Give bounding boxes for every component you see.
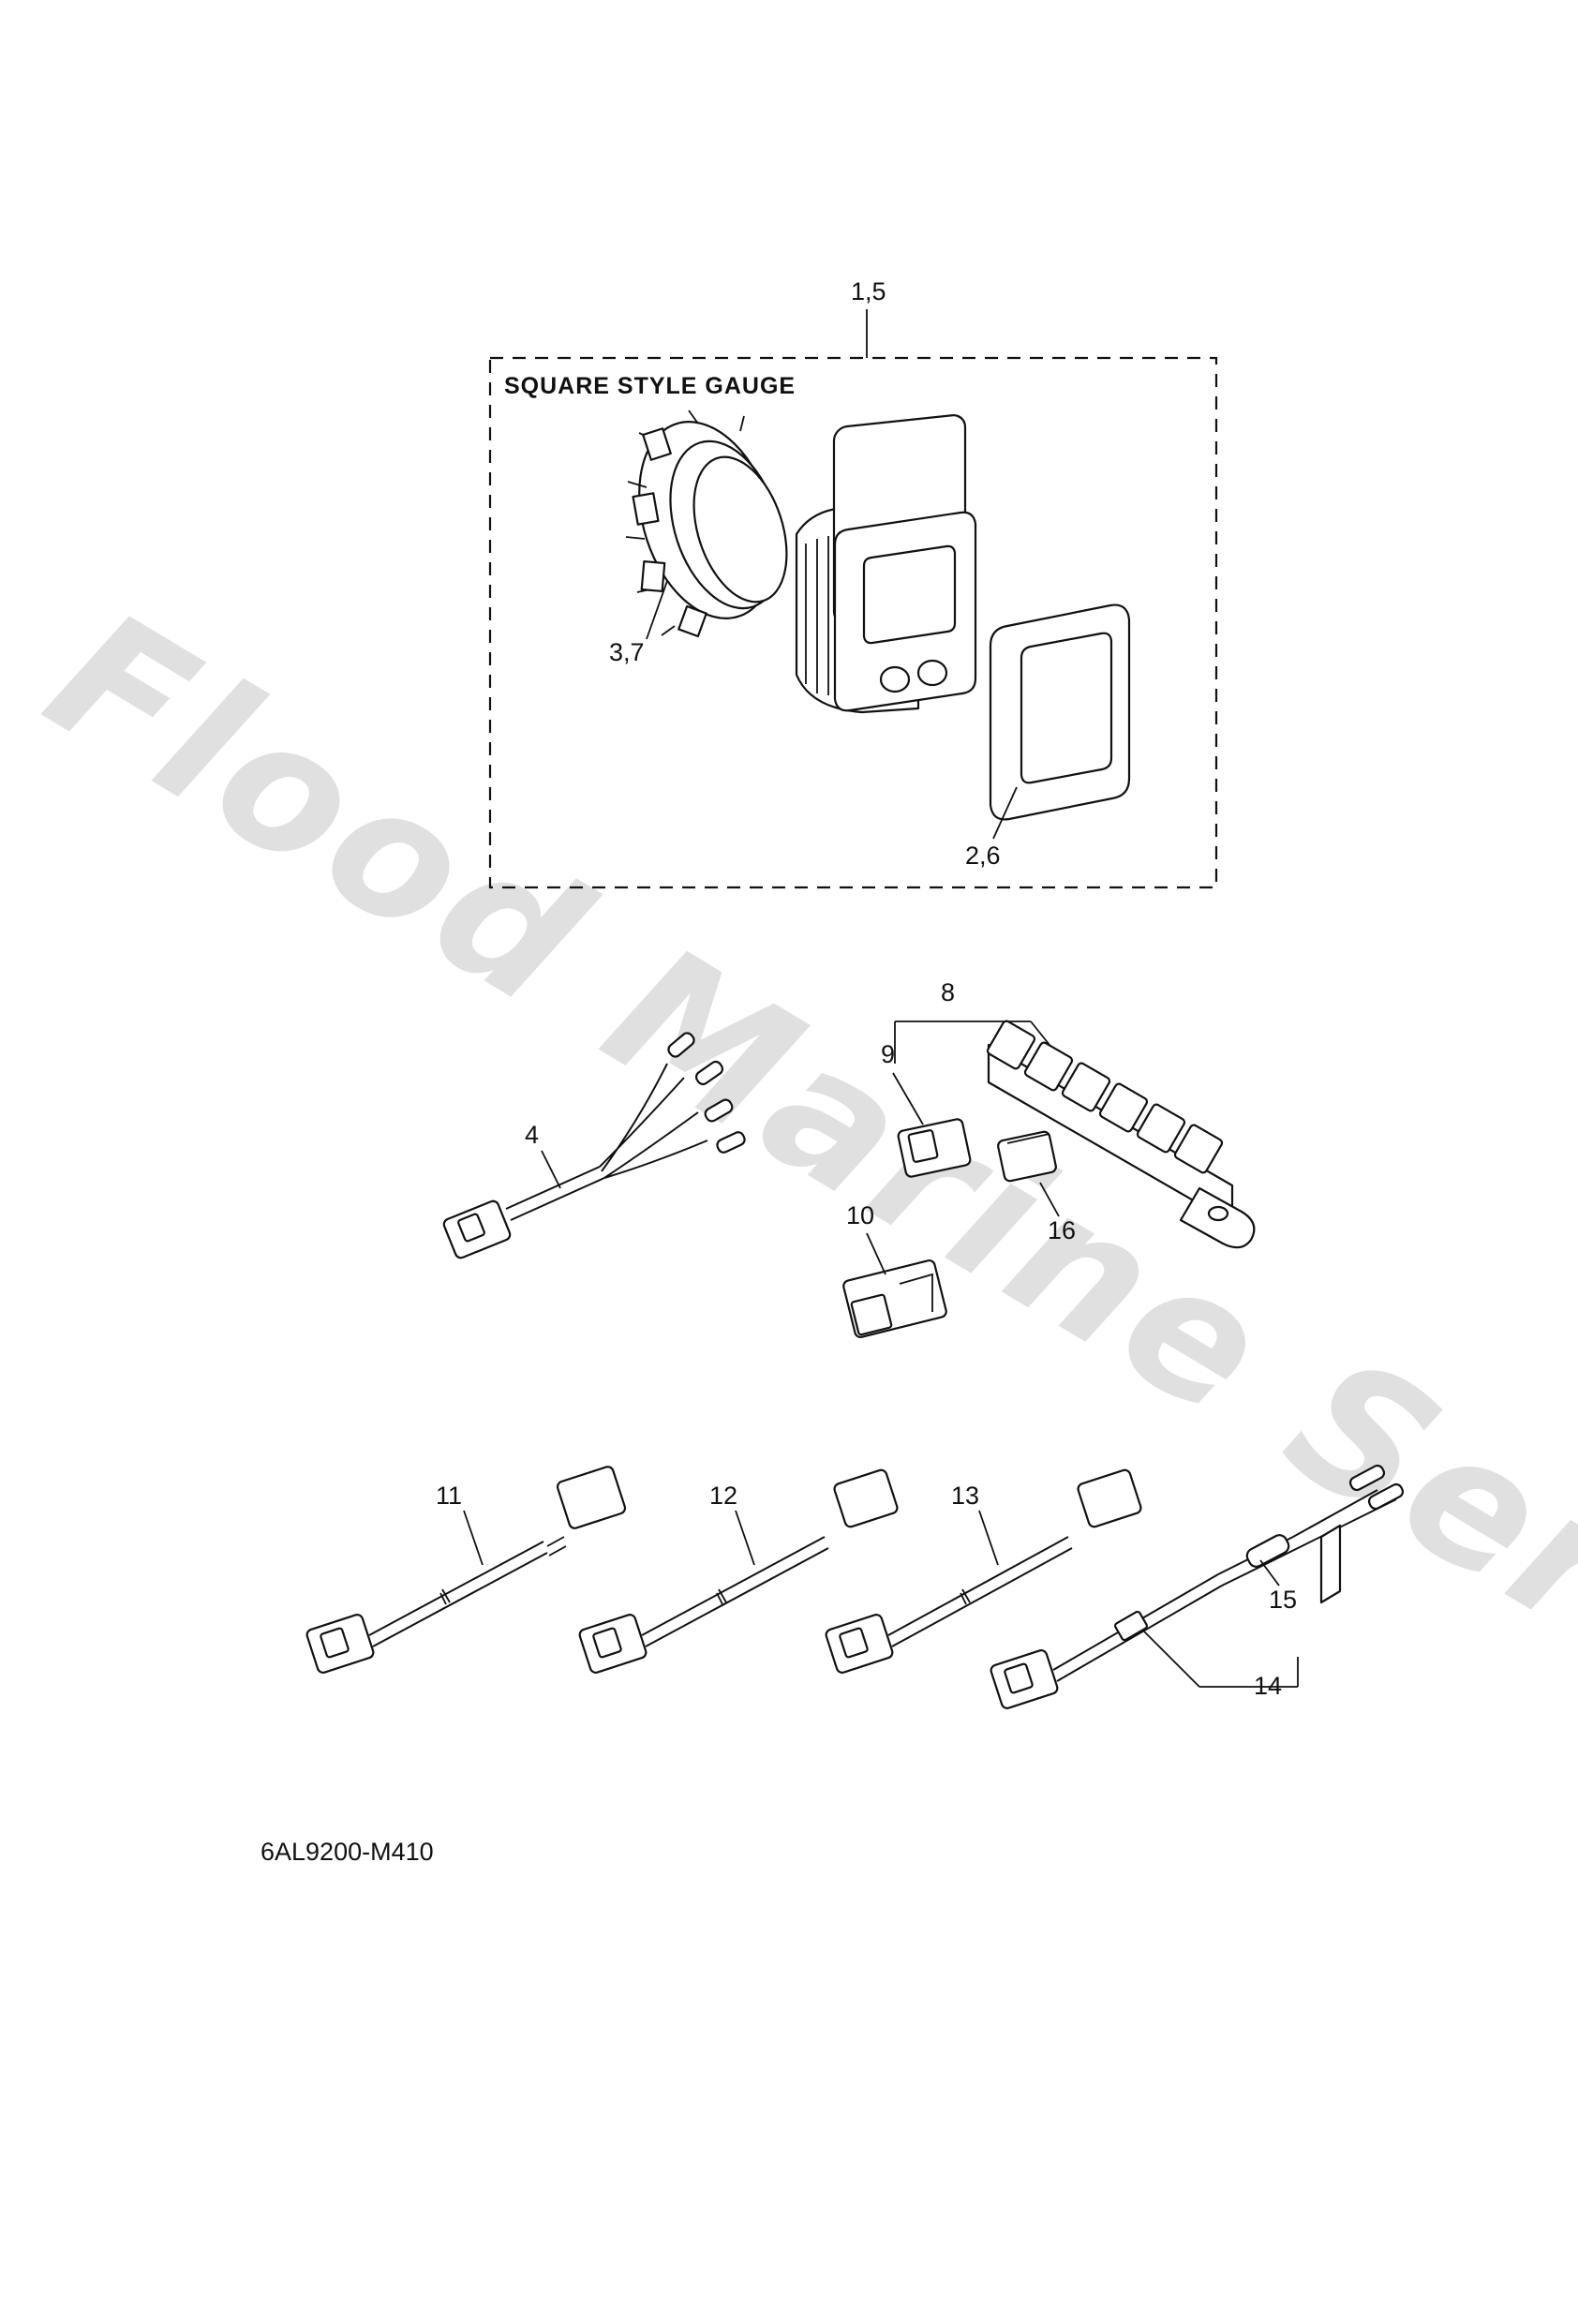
leader-10 xyxy=(866,1232,886,1275)
watermark-text: Flood Marine Services xyxy=(16,571,1578,1952)
leader-13 xyxy=(978,1510,999,1566)
callout-16[interactable]: 16 xyxy=(1048,1216,1076,1244)
callout-3-7[interactable]: 3,7 xyxy=(609,638,645,666)
watermark: Flood Marine Services xyxy=(16,571,1578,1952)
callout-9[interactable]: 9 xyxy=(881,1040,895,1068)
leader-4 xyxy=(541,1150,561,1189)
leader-2-6 xyxy=(992,786,1018,840)
callout-10[interactable]: 10 xyxy=(846,1201,874,1229)
leader-8-right xyxy=(1030,1020,1050,1046)
part-power-harness[interactable] xyxy=(990,1464,1405,1710)
part-retaining-nut[interactable] xyxy=(616,404,804,638)
part-harness-11[interactable] xyxy=(305,1466,627,1675)
callout-2-6[interactable]: 2,6 xyxy=(965,842,1001,870)
callout-13[interactable]: 13 xyxy=(951,1482,979,1510)
leader-3-7 xyxy=(646,580,668,640)
leader-16 xyxy=(1039,1182,1060,1217)
part-cap-connector[interactable] xyxy=(897,1118,972,1178)
leader-9 xyxy=(892,1072,924,1125)
part-plug[interactable] xyxy=(997,1130,1057,1183)
part-gasket[interactable] xyxy=(989,603,1131,821)
callout-11[interactable]: 11 xyxy=(436,1482,462,1510)
callout-1-5[interactable]: 1,5 xyxy=(851,277,886,305)
leader-12 xyxy=(735,1510,755,1566)
callout-15[interactable]: 15 xyxy=(1269,1586,1297,1614)
part-connector-10[interactable] xyxy=(842,1259,947,1339)
callout-4[interactable]: 4 xyxy=(525,1121,539,1149)
part-pigtail-harness[interactable] xyxy=(442,1031,747,1259)
diagram-code: 6AL9200-M410 xyxy=(261,1838,434,1866)
callout-14[interactable]: 14 xyxy=(1254,1672,1282,1700)
leader-15 xyxy=(1259,1559,1280,1587)
callout-8[interactable]: 8 xyxy=(941,978,955,1006)
leader-11 xyxy=(463,1510,484,1566)
callout-12[interactable]: 12 xyxy=(709,1482,737,1510)
part-harness-13[interactable] xyxy=(825,1468,1142,1674)
box-title: SQUARE STYLE GAUGE xyxy=(504,373,796,399)
leader-14-left xyxy=(1142,1630,1200,1688)
part-harness-12[interactable] xyxy=(578,1468,899,1674)
part-junction-hub[interactable] xyxy=(986,1020,1256,1249)
part-square-gauge[interactable] xyxy=(795,414,977,714)
gauge-kit-box xyxy=(488,356,1218,889)
